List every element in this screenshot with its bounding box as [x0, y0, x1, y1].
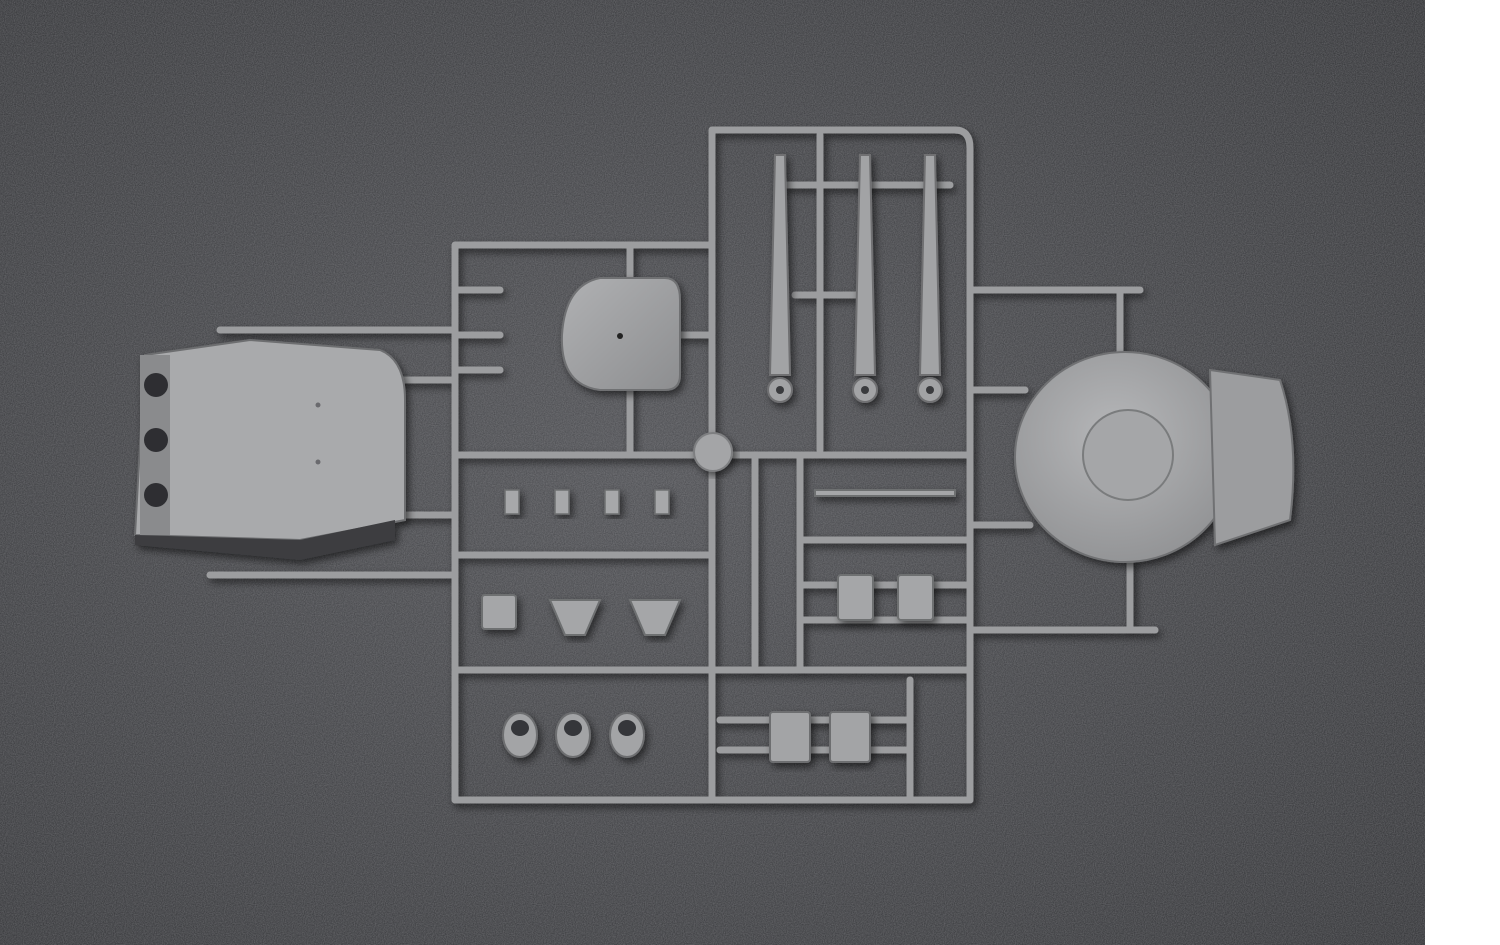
- sprue-hub: [693, 432, 733, 472]
- mid-right-parts: [814, 489, 956, 621]
- gun-barrels: [767, 154, 943, 403]
- barrel-holes: [776, 386, 934, 394]
- small-pins: [504, 489, 670, 515]
- turret-right: [1014, 351, 1295, 563]
- sprue-photo: [0, 0, 1425, 945]
- mid-left-parts: [481, 594, 682, 636]
- turret-left: [133, 338, 406, 560]
- photo-frame: [0, 0, 1425, 945]
- half-round-plate: [560, 277, 681, 391]
- bottom-holes: [511, 720, 636, 736]
- right-margin: [1425, 0, 1500, 945]
